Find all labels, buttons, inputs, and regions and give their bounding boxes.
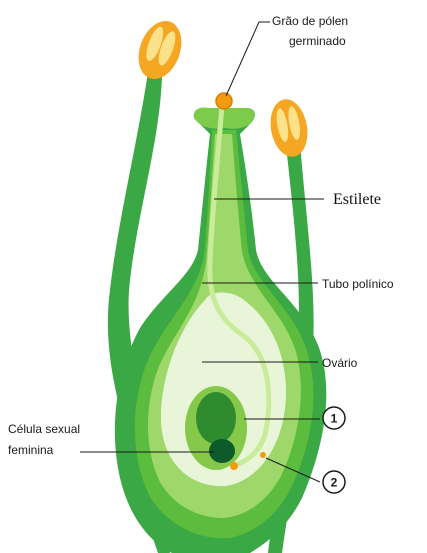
svg-text:1: 1 bbox=[331, 412, 338, 426]
label-tubo: Tubo polínico bbox=[322, 277, 394, 291]
ovule-inner bbox=[196, 392, 236, 444]
pollen-grain bbox=[216, 93, 232, 109]
marker-2: 2 bbox=[323, 471, 345, 493]
label-pollen-grain-line2: germinado bbox=[289, 34, 346, 48]
svg-text:2: 2 bbox=[331, 476, 338, 490]
ovule-micropyle-dot bbox=[230, 462, 238, 470]
right-anther bbox=[266, 96, 312, 159]
left-anther bbox=[131, 15, 189, 85]
leader-pollen-grain bbox=[226, 22, 270, 96]
label-celula-line1: Célula sexual bbox=[8, 422, 80, 436]
female-sex-cell bbox=[209, 439, 235, 463]
stigma bbox=[194, 107, 255, 128]
label-pollen-grain-line1: Grão de pólen bbox=[272, 14, 348, 28]
label-ovario: Ovário bbox=[322, 356, 358, 370]
label-celula-line2: feminina bbox=[8, 443, 54, 457]
label-estilete: Estilete bbox=[333, 191, 381, 208]
marker-1: 1 bbox=[323, 407, 345, 429]
ovary-dot-2 bbox=[260, 452, 266, 458]
